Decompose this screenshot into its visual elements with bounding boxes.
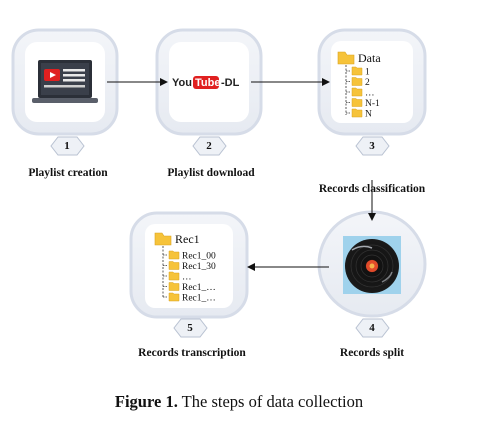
folder-icon [168,250,180,260]
folder-icon [168,292,180,302]
tree-item: Rec1_… [163,292,216,304]
tree-item-label: Rec1_00 [182,252,216,262]
tree-item: … [346,87,375,99]
card-records-transcription: Rec1 Rec1_00Rec1_30…Rec1_…Rec1_… [129,211,249,319]
tree-item-label: N [365,110,372,120]
folder-icon [337,51,355,65]
folder-tree-data: Data 12…N-1N [337,51,381,120]
tree-item-label: … [182,273,192,283]
step-badge-1 [50,136,85,156]
figure-caption-text: The steps of data collection [181,392,364,411]
step-label-3: Records classification [318,183,426,195]
tree-root-label: Data [358,51,381,65]
youtube-dl-logo: You Tube -DL [172,76,240,89]
folder-icon [168,261,180,270]
step-label-5: Records transcription [138,347,246,359]
tree-item-label: N-1 [365,99,380,109]
tree-item-label: … [365,89,375,99]
folder-icon [351,66,363,76]
step-label-1: Playlist creation [28,167,108,179]
folder-icon [351,77,363,86]
tree-item: … [163,271,192,283]
tree-item-label: Rec1_30 [182,262,216,272]
tree-item-label: 1 [365,68,370,78]
tree-item: Rec1_… [163,282,216,293]
folder-icon [351,98,363,107]
tree-item-label: Rec1_… [182,294,216,304]
step-number-1: 1 [64,140,70,152]
laptop-icon [32,60,98,103]
step-badge-2 [192,136,227,156]
step-label-4: Records split [339,347,405,359]
svg-text:-DL: -DL [221,77,240,89]
step-badge-4 [355,318,390,338]
tree-item-label: Rec1_… [182,283,216,293]
card-playlist-download: You Tube -DL [155,28,263,136]
folder-icon [168,282,180,291]
tree-root-label: Rec1 [175,232,200,246]
step-label-2: Playlist download [167,167,255,179]
svg-text:Tube: Tube [195,77,220,89]
svg-text:You: You [172,77,192,89]
card-playlist-creation [11,28,119,136]
tree-item: N-1 [346,98,380,109]
tree-item: N [346,108,372,120]
card-records-split [317,210,427,318]
tree-item: Rec1_30 [163,261,216,272]
folder-icon [351,87,363,97]
folder-tree-rec1: Rec1 Rec1_00Rec1_30…Rec1_…Rec1_… [154,232,216,304]
step-number-3: 3 [369,140,375,152]
card-records-classification: Data 12…N-1N [317,28,427,136]
step-badge-3 [355,136,390,156]
folder-icon [351,108,363,118]
tree-item: 2 [346,77,370,88]
step-number-4: 4 [369,322,375,334]
tree-item-label: 2 [365,78,370,88]
figure-caption-label: Figure 1. [114,392,178,411]
folder-icon [168,271,180,281]
step-number-2: 2 [206,140,212,152]
vinyl-record-icon [345,239,399,293]
step-number-5: 5 [187,322,193,334]
figure-caption: Figure 1. The steps of data collection [0,392,478,412]
step-badge-5 [173,318,208,338]
tree-item: 1 [346,66,370,78]
folder-icon [154,232,172,246]
tree-item: Rec1_00 [163,250,216,262]
